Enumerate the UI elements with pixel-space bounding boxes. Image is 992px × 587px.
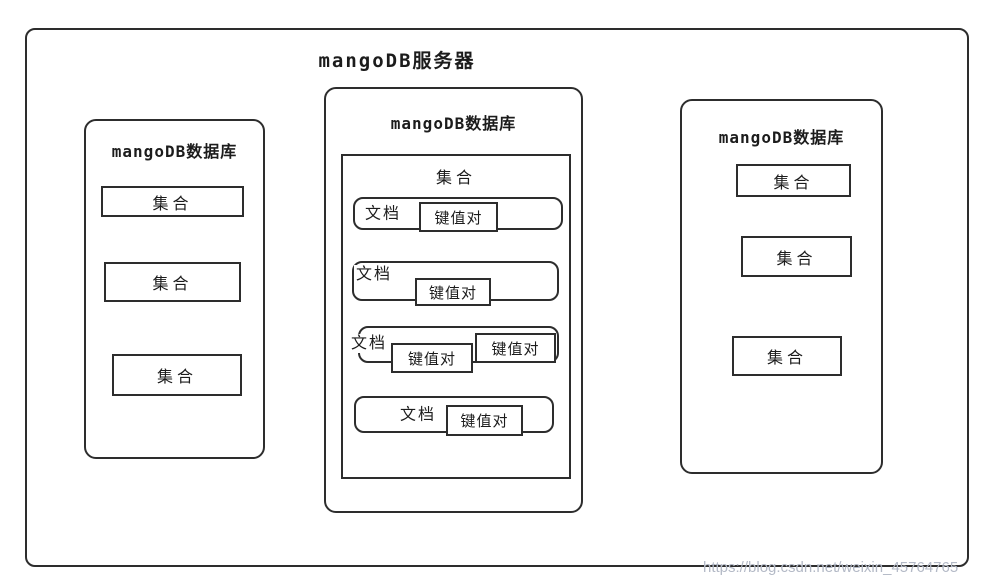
database-title-middle: mangoDB数据库 xyxy=(390,114,517,133)
document-label: 文档 xyxy=(349,334,390,354)
key-value-box: 键值对 xyxy=(475,333,556,363)
collection-box: 集合 xyxy=(732,336,842,376)
document-box: 文档 键值对 xyxy=(353,197,563,232)
key-value-box: 键值对 xyxy=(446,405,523,436)
collection-container: 集合 文档 键值对 文档 键值对 文档 键值对 键值对 xyxy=(341,154,571,479)
document-box: 文档 键值对 xyxy=(354,396,554,436)
collection-box: 集合 xyxy=(112,354,242,396)
document-label: 文档 xyxy=(363,203,404,224)
database-box-right: mangoDB数据库 集合 集合 集合 xyxy=(680,99,883,474)
collection-box: 集合 xyxy=(101,186,244,217)
database-box-left: mangoDB数据库 集合 集合 集合 xyxy=(84,119,265,459)
server-title: mangoDB服务器 xyxy=(318,50,476,72)
database-title-right: mangoDB数据库 xyxy=(718,128,845,147)
server-box: mangoDB服务器 mangoDB数据库 集合 集合 集合 mangoDB数据… xyxy=(25,28,969,567)
collection-box: 集合 xyxy=(104,262,241,302)
key-value-box: 键值对 xyxy=(419,202,498,232)
collection-box: 集合 xyxy=(741,236,852,277)
key-value-box: 键值对 xyxy=(391,343,473,373)
collection-box: 集合 xyxy=(736,164,851,197)
watermark-url: https://blog.csdn.net/weixin_45764765 xyxy=(703,559,959,576)
database-box-middle: mangoDB数据库 集合 文档 键值对 文档 键值对 文档 键值对 键值对 xyxy=(324,87,583,513)
collection-title: 集合 xyxy=(435,170,476,187)
document-label: 文档 xyxy=(354,265,395,285)
document-box: 文档 键值对 键值对 xyxy=(349,326,559,373)
document-box: 文档 键值对 xyxy=(352,261,559,306)
document-label: 文档 xyxy=(398,404,439,425)
database-title-left: mangoDB数据库 xyxy=(111,142,238,161)
key-value-box: 键值对 xyxy=(415,278,491,306)
